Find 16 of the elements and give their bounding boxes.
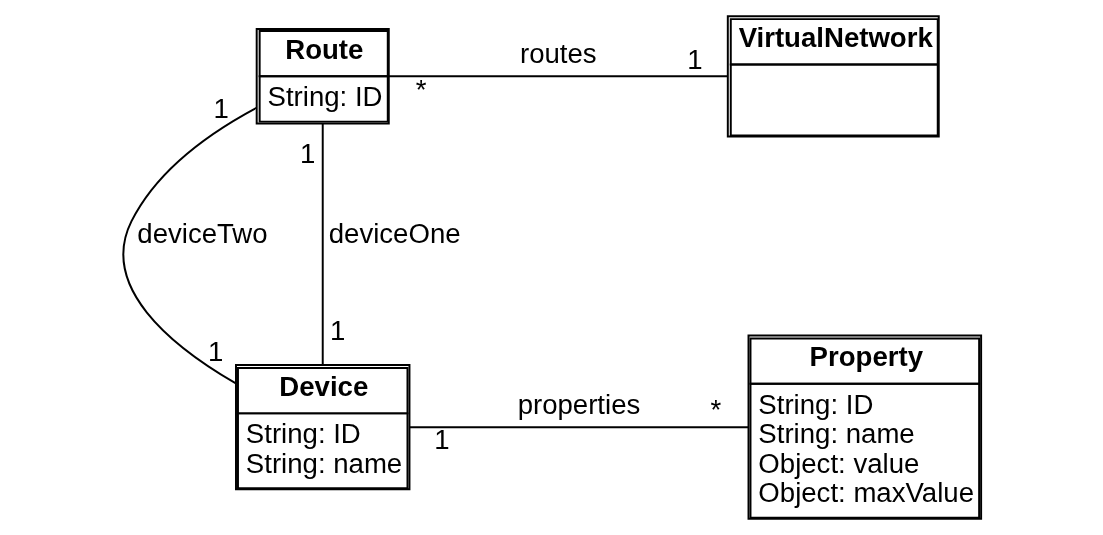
label: 1 xyxy=(212,92,229,124)
edge-label: routes xyxy=(519,37,597,69)
edge-label: deviceOne xyxy=(328,218,461,250)
edge-label: deviceTwo xyxy=(136,218,268,250)
connector xyxy=(408,426,749,429)
label: * xyxy=(415,73,426,105)
label: * xyxy=(710,394,721,426)
label: 1 xyxy=(207,335,223,367)
connector xyxy=(387,75,728,78)
label: 1 xyxy=(329,314,345,346)
connector xyxy=(121,106,257,385)
label: 1 xyxy=(686,43,703,75)
label: 1 xyxy=(299,138,315,170)
edge-label: properties xyxy=(517,388,640,420)
connector xyxy=(321,122,324,366)
label: 1 xyxy=(433,424,450,456)
